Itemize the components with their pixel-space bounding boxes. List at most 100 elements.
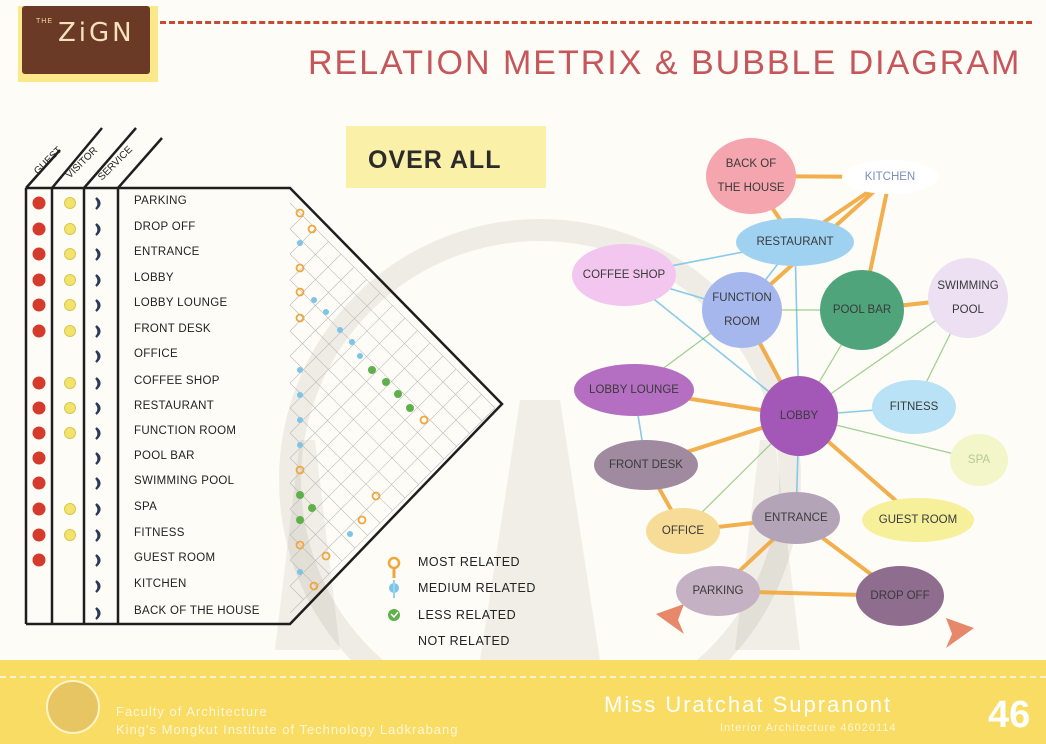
less-related-mark [394, 390, 402, 398]
visitor-dot [64, 197, 76, 209]
visitor-dot [64, 427, 76, 439]
guest-dot [32, 298, 46, 312]
service-mark [95, 223, 101, 236]
hatch-line [289, 382, 406, 499]
bubble-label: FITNESS [889, 401, 939, 413]
author-name: Miss Uratchat Supranont [604, 692, 893, 717]
medium-related-mark [349, 339, 355, 345]
legend-most-related: MOST RELATED [418, 555, 521, 569]
author-program: Interior Architecture 46020114 [720, 722, 897, 734]
footer-faculty: Faculty of Architecture [116, 704, 268, 719]
medium-related-mark [357, 353, 363, 359]
most-related-mark [295, 540, 305, 550]
service-mark [95, 607, 101, 620]
medium-related-mark [311, 297, 317, 303]
logo-mark: THE ZiGN [22, 6, 150, 74]
service-mark [95, 580, 101, 593]
bubble-label: LOBBY [779, 410, 819, 422]
bubble-coffee-shop: COFFEE SHOP [572, 244, 676, 306]
row-label: LOBBY LOUNGE [134, 297, 228, 309]
bubble-office: OFFICE [646, 508, 720, 554]
service-mark [95, 452, 101, 465]
service-mark [95, 529, 101, 542]
less-related-mark [368, 366, 376, 374]
bubble-drop-off: DROP OFF [856, 566, 944, 626]
visitor-dot [64, 248, 76, 260]
hatch-line [289, 432, 381, 524]
bubble-guest-room: GUEST ROOM [862, 498, 974, 542]
service-mark [95, 274, 101, 287]
subtitle-highlight [346, 126, 546, 188]
bubble-label: LOBBY LOUNGE [589, 384, 679, 396]
matrix-frame [24, 127, 504, 626]
footer [0, 660, 1046, 744]
bubble-label: POOL BAR [832, 304, 892, 316]
service-mark [95, 554, 101, 567]
legend-icons [387, 556, 401, 621]
most-related-mark [321, 551, 331, 561]
bubble-label: ROOM [724, 316, 760, 328]
medium-related-mark [297, 367, 303, 373]
most-related-mark [357, 515, 367, 525]
guest-dot [32, 553, 46, 567]
bubble-function-room: FUNCTION ROOM [702, 272, 782, 348]
guest-dot [32, 426, 46, 440]
most-related-mark [295, 287, 305, 297]
row-label: POOL BAR [134, 450, 195, 462]
hatch-line [289, 381, 469, 561]
bubble-pool-bar: POOL BAR [820, 270, 904, 350]
bubble-entrance: ENTRANCE [752, 492, 840, 544]
hatch-line [289, 253, 470, 434]
bubble-label: SWIMMING [937, 280, 999, 292]
hatch-line [289, 534, 330, 575]
row-label: ENTRANCE [134, 246, 200, 258]
matrix-hatch [289, 202, 496, 614]
hatch-line [289, 215, 304, 230]
hatch-line [289, 355, 444, 510]
hatch-line [289, 305, 393, 409]
less-related-mark [296, 516, 304, 524]
service-mark [95, 248, 101, 261]
guest-dot [32, 376, 46, 390]
bubble-label: FUNCTION [712, 292, 772, 304]
guest-dot [32, 476, 46, 490]
bubble-label: KITCHEN [864, 171, 916, 183]
medium-related-mark [347, 531, 353, 537]
hatch-line [289, 394, 482, 587]
bubble-fitness: FITNESS [872, 380, 956, 434]
guest-dot [32, 528, 46, 542]
bubble-lobby: LOBBY [760, 376, 838, 456]
service-mark [95, 503, 101, 516]
page-number: 46 [988, 694, 1031, 736]
less-related-mark [308, 504, 316, 512]
row-label: RESTAURANT [134, 400, 215, 412]
guest-dot [32, 401, 46, 415]
bubble-label: PARKING [692, 585, 744, 597]
hatch-line [289, 279, 367, 357]
hatch-line [289, 253, 342, 306]
logo-the: THE [36, 18, 53, 25]
hatch-line [289, 330, 418, 459]
row-label: KITCHEN [134, 578, 187, 590]
hatch-line [289, 407, 496, 614]
bubble-label: BACK OF [725, 158, 777, 170]
service-mark [95, 350, 101, 363]
medium-related-mark [297, 442, 303, 448]
row-label: FITNESS [134, 527, 185, 539]
row-label: OFFICE [134, 348, 178, 360]
most-related-mark [295, 208, 305, 218]
most-related-mark [295, 465, 305, 475]
row-label: PARKING [134, 195, 188, 207]
bubble-label: GUEST ROOM [878, 514, 958, 526]
most-related-mark [371, 491, 381, 501]
visitor-dot [64, 529, 76, 541]
row-label: SPA [134, 501, 158, 513]
service-mark [95, 197, 101, 210]
most-related-mark [419, 415, 429, 425]
bubble-restaurant: RESTAURANT [736, 218, 854, 266]
section-title: OVER ALL [368, 146, 502, 174]
guest-dot [32, 247, 46, 261]
bubble-label: OFFICE [661, 525, 705, 537]
